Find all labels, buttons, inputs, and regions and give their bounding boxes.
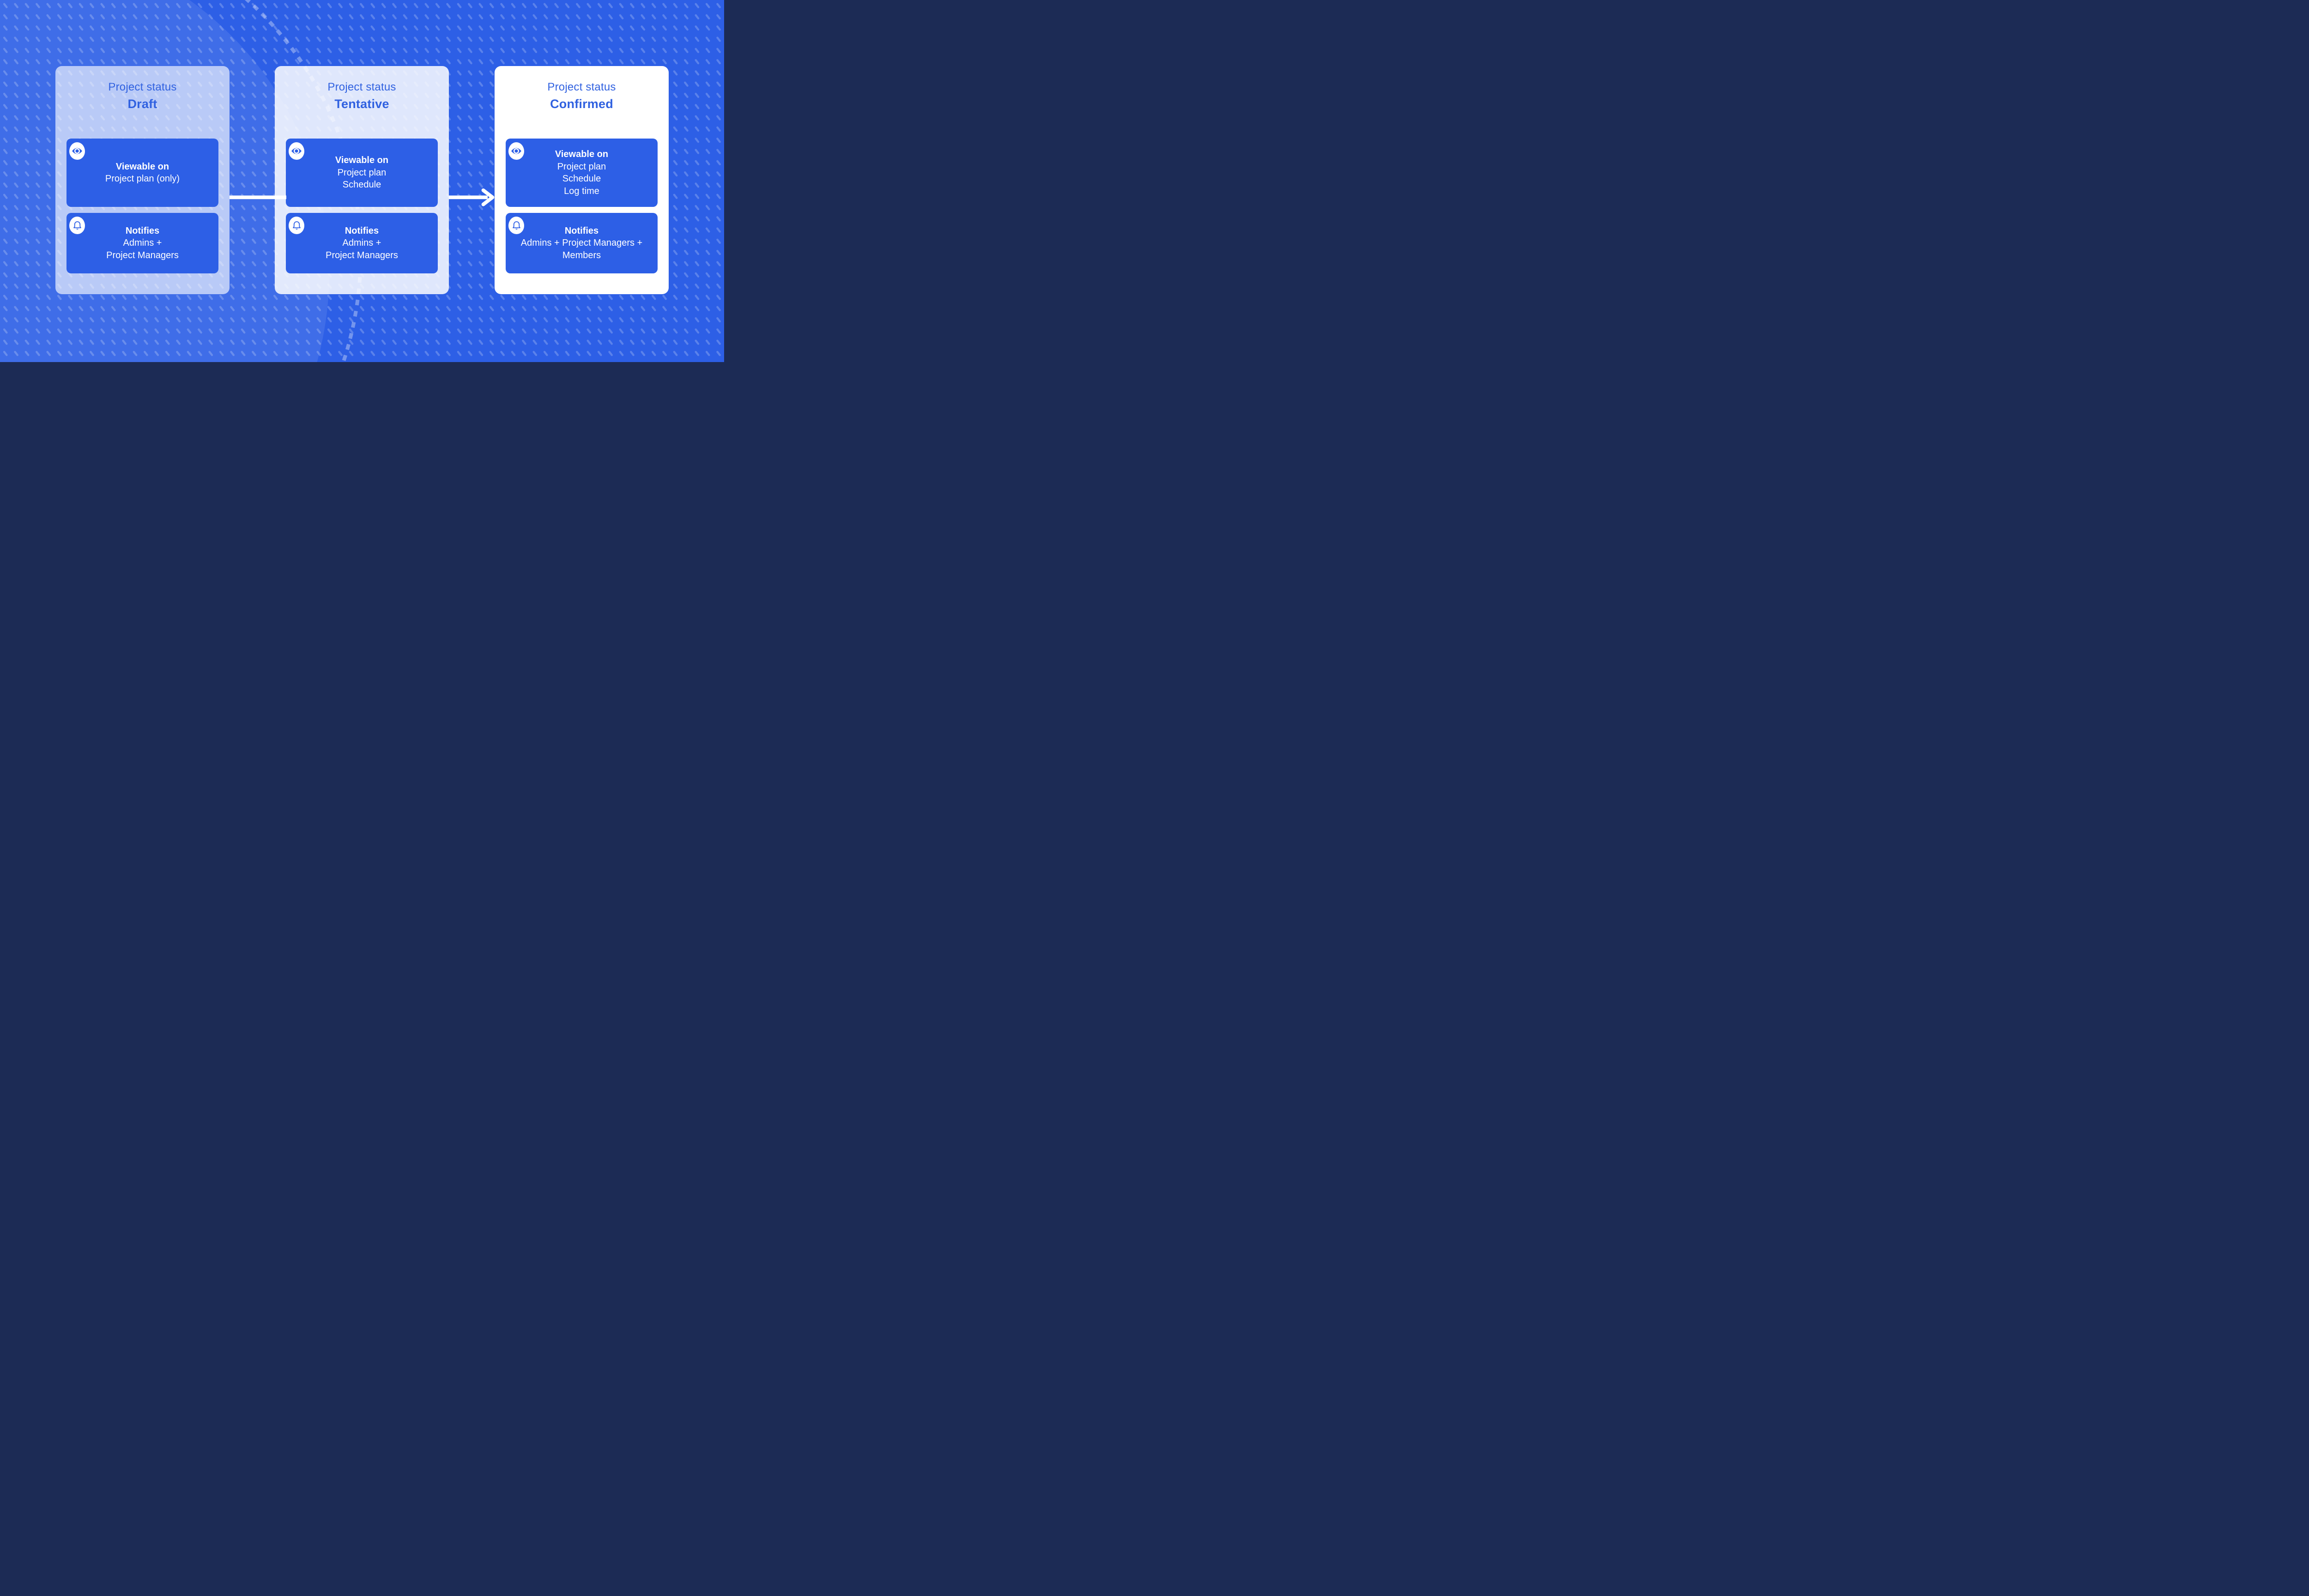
viewable-line: Log time: [564, 186, 599, 196]
eye-icon: [69, 142, 85, 160]
card-status-label: Tentative: [334, 97, 389, 111]
card-status-label: Confirmed: [550, 97, 613, 111]
card-confirmed: Project status Confirmed Viewable on Pro…: [495, 66, 669, 294]
eye-icon: [289, 142, 304, 160]
card-title-prefix: Project status: [547, 81, 616, 93]
card-status-label: Draft: [127, 97, 157, 111]
viewable-line: Project plan (only): [105, 174, 180, 184]
viewable-box: Viewable on Project plan Schedule: [286, 139, 438, 207]
status-flow-banner: Project status Draft Viewable on Project…: [0, 0, 724, 362]
viewable-heading: Viewable on: [115, 161, 169, 172]
card-title-prefix: Project status: [327, 81, 396, 93]
viewable-line: Schedule: [562, 174, 601, 184]
viewable-heading: Viewable on: [555, 149, 609, 159]
notifies-box: Notifies Admins + Project Managers: [286, 213, 438, 273]
notifies-heading: Notifies: [564, 225, 599, 236]
viewable-line: Schedule: [342, 180, 381, 190]
card-tentative: Project status Tentative Viewable on Pro…: [275, 66, 449, 294]
notifies-line: Admins + Project Managers +: [520, 238, 643, 248]
card-confirmed-title: Project status Confirmed: [495, 66, 669, 112]
notifies-line: Admins +: [123, 238, 162, 248]
card-draft: Project status Draft Viewable on Project…: [55, 66, 230, 294]
viewable-box: Viewable on Project plan (only): [66, 139, 218, 207]
notifies-line: Project Managers: [106, 250, 179, 260]
viewable-line: Project plan: [557, 161, 606, 172]
notifies-box: Notifies Admins + Project Managers + Mem…: [506, 213, 658, 273]
notifies-heading: Notifies: [345, 225, 379, 236]
notifies-heading: Notifies: [125, 225, 160, 236]
viewable-heading: Viewable on: [335, 155, 389, 166]
notifies-line: Project Managers: [326, 250, 398, 260]
card-tentative-title: Project status Tentative: [275, 66, 449, 112]
card-title-prefix: Project status: [108, 81, 177, 93]
bell-icon: [508, 217, 524, 234]
notifies-box: Notifies Admins + Project Managers: [66, 213, 218, 273]
card-draft-title: Project status Draft: [55, 66, 230, 112]
notifies-line: Members: [562, 250, 601, 260]
viewable-line: Project plan: [337, 167, 387, 178]
viewable-box: Viewable on Project plan Schedule Log ti…: [506, 139, 658, 207]
notifies-line: Admins +: [342, 238, 381, 248]
bell-icon: [69, 217, 85, 234]
bell-icon: [289, 217, 304, 234]
eye-icon: [508, 142, 524, 160]
